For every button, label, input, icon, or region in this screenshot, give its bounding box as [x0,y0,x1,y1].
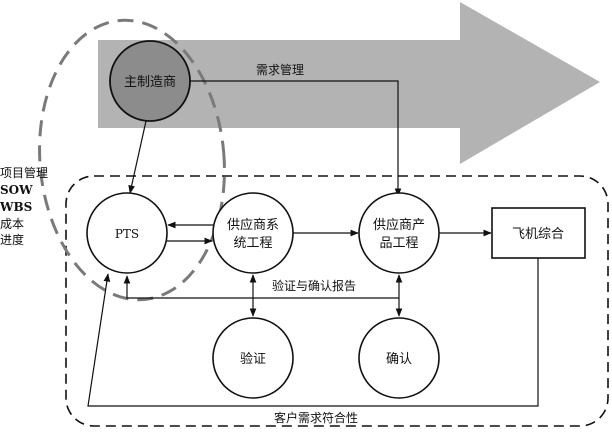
pts-node[interactable] [86,192,168,274]
customer-compliance-line [87,258,539,407]
verification-node[interactable] [212,317,294,399]
supplier-system-eng-label-line2: 统工程 [233,236,272,251]
side-item-project-mgmt: 项目管理 [0,165,48,180]
supplier-product-eng-label-line1: 供应商产 [373,217,425,233]
side-item-schedule: 进度 [0,232,24,247]
aircraft-integration-label: 飞机综合 [512,227,564,242]
supplier-product-eng-label-line2: 品工程 [379,236,418,251]
vv-report-line [123,275,399,299]
supplier-product-eng-node[interactable] [358,192,440,274]
requirements-flow-line [190,80,402,197]
side-item-wbs: WBS [0,200,32,214]
main-manufacturer-label: 主制造商 [124,75,176,90]
side-item-cost: 成本 [0,217,24,231]
supplier-system-eng-node[interactable] [212,192,294,274]
requirements-mgmt-label: 需求管理 [256,62,304,77]
side-item-sow: SOW [0,183,33,197]
aircraft-integration-box[interactable] [491,207,586,259]
customer-compliance-label: 客户需求符合性 [274,410,358,425]
supplier-system-eng-label-line1: 供应商系 [227,217,279,233]
pts-label: PTS [115,227,139,241]
manufacturer-to-pts-arrow [128,120,147,194]
verification-label: 验证 [240,351,266,367]
validation-label: 确认 [386,352,412,367]
validation-node[interactable] [358,317,440,399]
management-scope-ellipse [38,18,226,302]
big-process-arrow [98,2,600,164]
vv-report-label: 验证与确认报告 [272,278,356,293]
supplier-boundary [65,175,609,427]
